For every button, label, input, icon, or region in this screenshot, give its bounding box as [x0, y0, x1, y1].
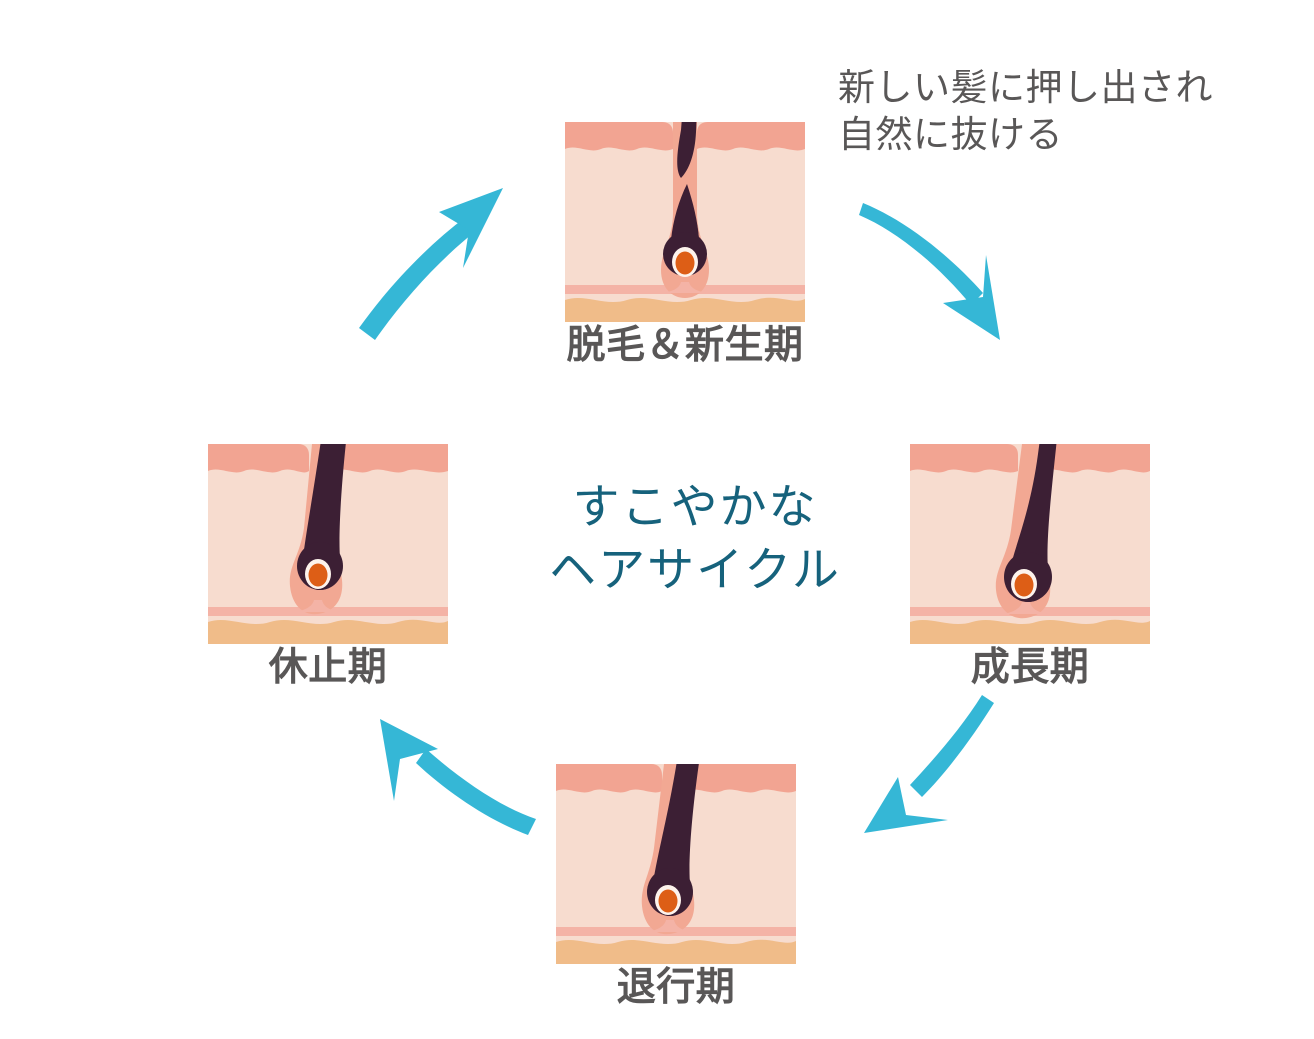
annotation-line-2: 自然に抜ける	[838, 114, 1063, 156]
stage-label-catagen: 退行期	[616, 966, 736, 1009]
skin-diagram-top-icon	[565, 122, 805, 322]
annotation-shedding: 新しい髪に押し出され 自然に抜ける	[838, 64, 1213, 159]
stage-label-telogen: 休止期	[268, 646, 388, 689]
skin-diagram-bottom-icon	[556, 764, 796, 964]
center-title-line-1: すこやかな	[572, 482, 818, 534]
skin-cross-section-bottom	[556, 764, 796, 964]
center-title-line-2: ヘアサイクル	[549, 545, 841, 598]
stage-anagen: 成長期	[910, 444, 1150, 687]
stage-shedding-regrowth: 脱毛＆新生期	[565, 122, 805, 365]
center-title: すこやかな ヘアサイクル	[505, 477, 885, 604]
arrow-left-to-top-icon	[359, 188, 503, 340]
skin-diagram-left-icon	[208, 444, 448, 644]
stage-telogen: 休止期	[208, 444, 448, 687]
annotation-line-1: 新しい髪に押し出され	[838, 67, 1213, 108]
arrow-bottom-to-left-icon	[380, 719, 536, 835]
skin-diagram-right-icon	[910, 444, 1150, 644]
skin-cross-section-right	[910, 444, 1150, 644]
skin-cross-section-left	[208, 444, 448, 644]
arrow-top-to-right-icon	[859, 203, 1000, 340]
stage-label-anagen: 成長期	[970, 646, 1090, 689]
skin-cross-section-top	[565, 122, 805, 322]
arrow-right-to-bottom-icon	[864, 695, 994, 833]
stage-label-shedding-regrowth: 脱毛＆新生期	[566, 324, 804, 367]
stage-catagen: 退行期	[556, 764, 796, 1007]
